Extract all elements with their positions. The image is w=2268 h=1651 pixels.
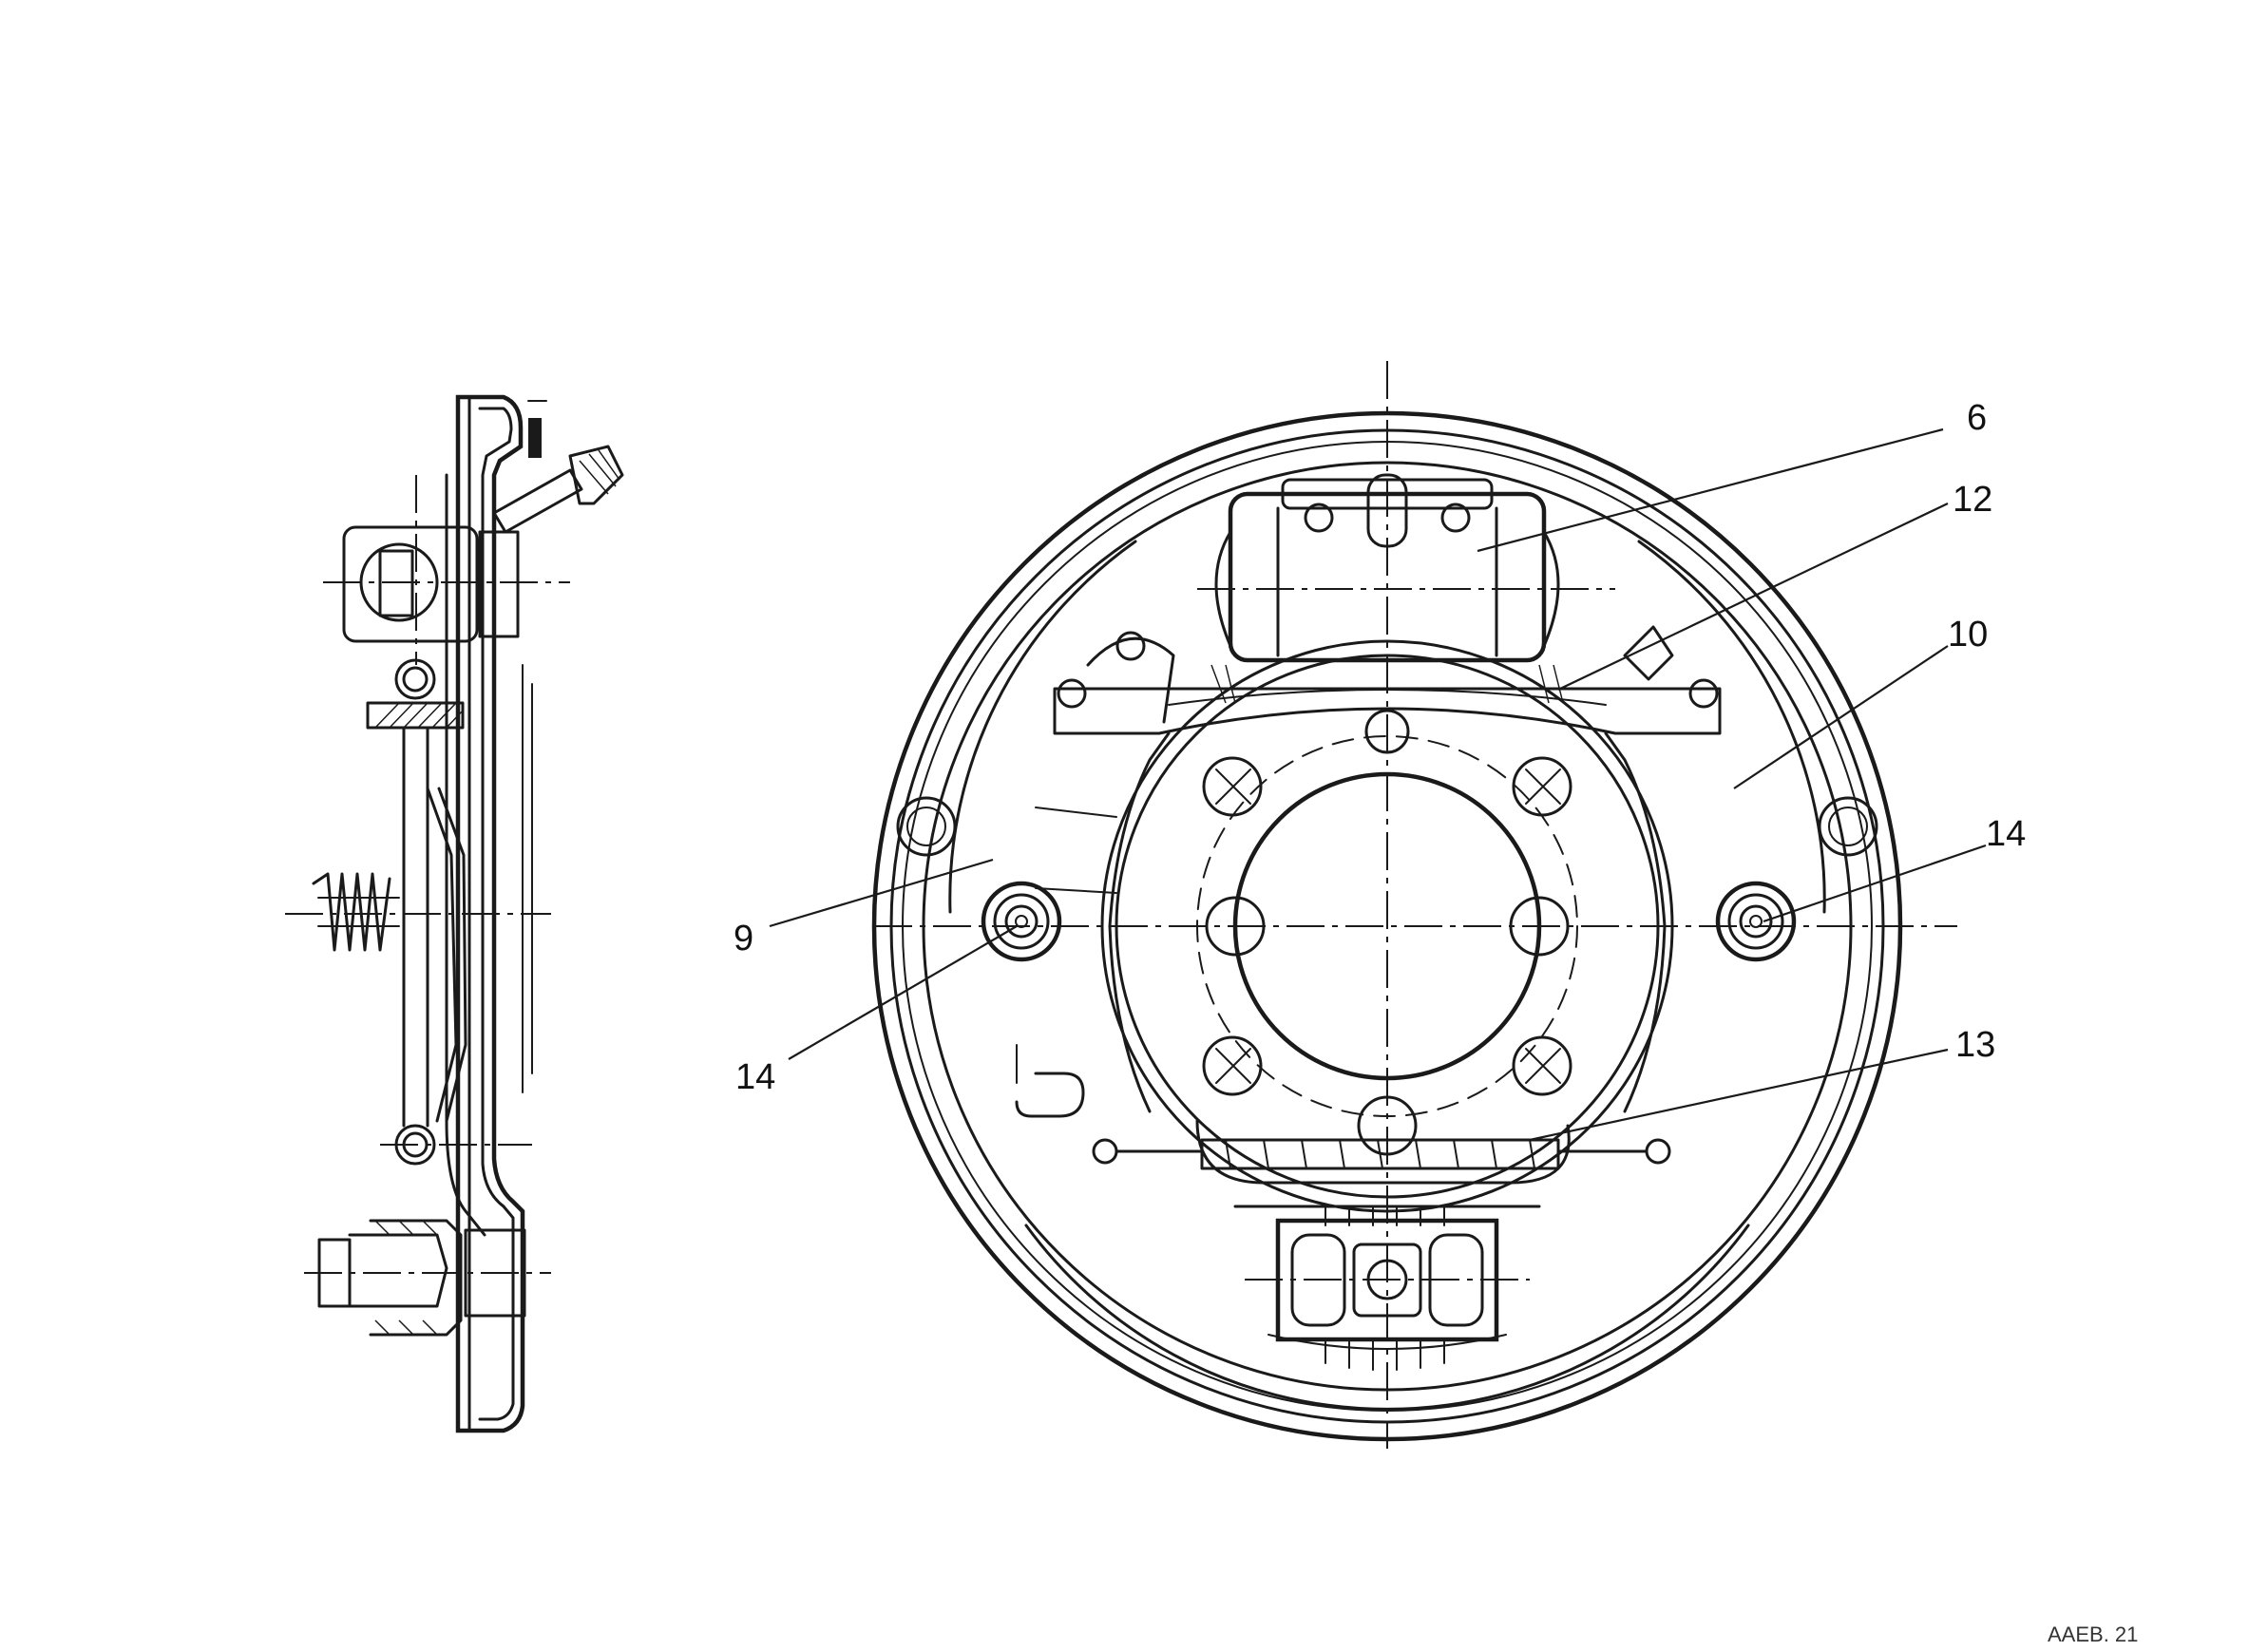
callouts: 6 12 10 14 9 14 13 — [734, 398, 2026, 1142]
front-view — [871, 361, 1957, 1449]
leader-14-left — [788, 925, 1018, 1060]
callout-9: 9 — [734, 919, 753, 958]
callout-12: 12 — [1953, 480, 1992, 520]
drawing-code: AAEB. 21 — [2048, 1623, 2138, 1646]
drum-outer-ring — [871, 410, 1903, 1442]
callout-6: 6 — [1967, 398, 1987, 438]
hub-flange — [1100, 639, 1674, 1213]
hold-down-spring-left-icon — [981, 881, 1062, 962]
return-spring-icon — [312, 872, 400, 952]
wheel-bolt-holes — [1202, 709, 1572, 1156]
wheel-cylinder — [1197, 473, 1615, 704]
callout-10: 10 — [1948, 615, 1988, 655]
bleeder-valve-icon — [492, 418, 624, 534]
adjuster-assembly-icon — [1233, 1205, 1541, 1371]
callout-13: 13 — [1955, 1025, 1995, 1065]
side-section-view — [285, 394, 624, 1433]
leader-10 — [1733, 645, 1949, 789]
hold-down-spring-right-icon — [1715, 881, 1797, 962]
lower-return-spring-icon — [1092, 1119, 1671, 1185]
leader-14-right — [1763, 844, 1987, 923]
leader-12 — [1557, 503, 1949, 691]
leader-9 — [769, 858, 994, 928]
callout-14-left: 14 — [735, 1057, 775, 1097]
leader-6 — [1477, 427, 1944, 553]
leader-13 — [1529, 1048, 1949, 1142]
callout-14-right: 14 — [1986, 814, 2026, 854]
hub-bore — [1232, 771, 1542, 1081]
